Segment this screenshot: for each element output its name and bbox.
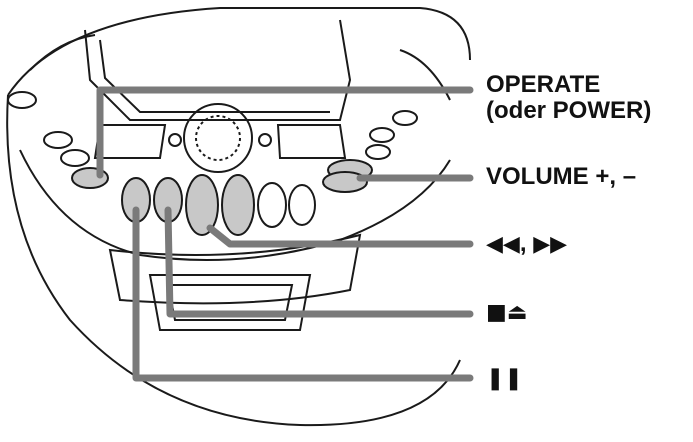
slot-left: [93, 124, 167, 159]
rewind-button[interactable]: [185, 174, 219, 236]
side-button-right-1: [369, 127, 395, 143]
forward-button[interactable]: [221, 174, 255, 236]
body-inner-arc: [19, 149, 451, 261]
handle-left: [29, 34, 96, 71]
volume-label: VOLUME +, –: [486, 163, 637, 190]
lower-panel: [108, 233, 362, 305]
callout-stop-eject: [164, 206, 474, 318]
extra-button-2: [288, 184, 316, 226]
operate-label-text: OPERATE: [486, 71, 601, 98]
skip-label: ◀◀, ▶▶: [486, 231, 567, 258]
callout-skip: [206, 224, 474, 248]
slot-right: [276, 124, 347, 159]
forward-symbol: ▶▶: [533, 232, 568, 257]
operate-label: OPERATE (oder POWER): [486, 72, 651, 124]
cd-dial: [183, 103, 253, 173]
dial-right-knob: [258, 133, 272, 147]
stop-eject-label: ■⏏: [486, 300, 528, 325]
operate-label-alt: (oder POWER): [486, 97, 652, 124]
callout-pause: [132, 206, 474, 382]
side-button-left-1: [43, 131, 73, 149]
side-button-top-right: [392, 110, 418, 126]
lid-inner: [99, 39, 330, 113]
rewind-symbol: ◀◀: [486, 232, 520, 257]
volume-button-minus[interactable]: [322, 171, 368, 193]
body-outline: [7, 7, 471, 96]
side-button-top-left: [7, 91, 37, 109]
cd-dial-inner: [195, 115, 241, 161]
cassette-door: [148, 274, 312, 331]
callout-operate: [96, 86, 474, 179]
extra-button-1: [257, 182, 287, 228]
side-button-left-2: [60, 149, 90, 167]
lid-outline: [84, 19, 352, 121]
pause-label: ❚❚: [486, 366, 523, 391]
dial-left-knob: [168, 133, 182, 147]
body-lower-outline: [6, 94, 461, 427]
skip-separator: ,: [519, 230, 534, 257]
side-button-right-2: [365, 144, 391, 160]
